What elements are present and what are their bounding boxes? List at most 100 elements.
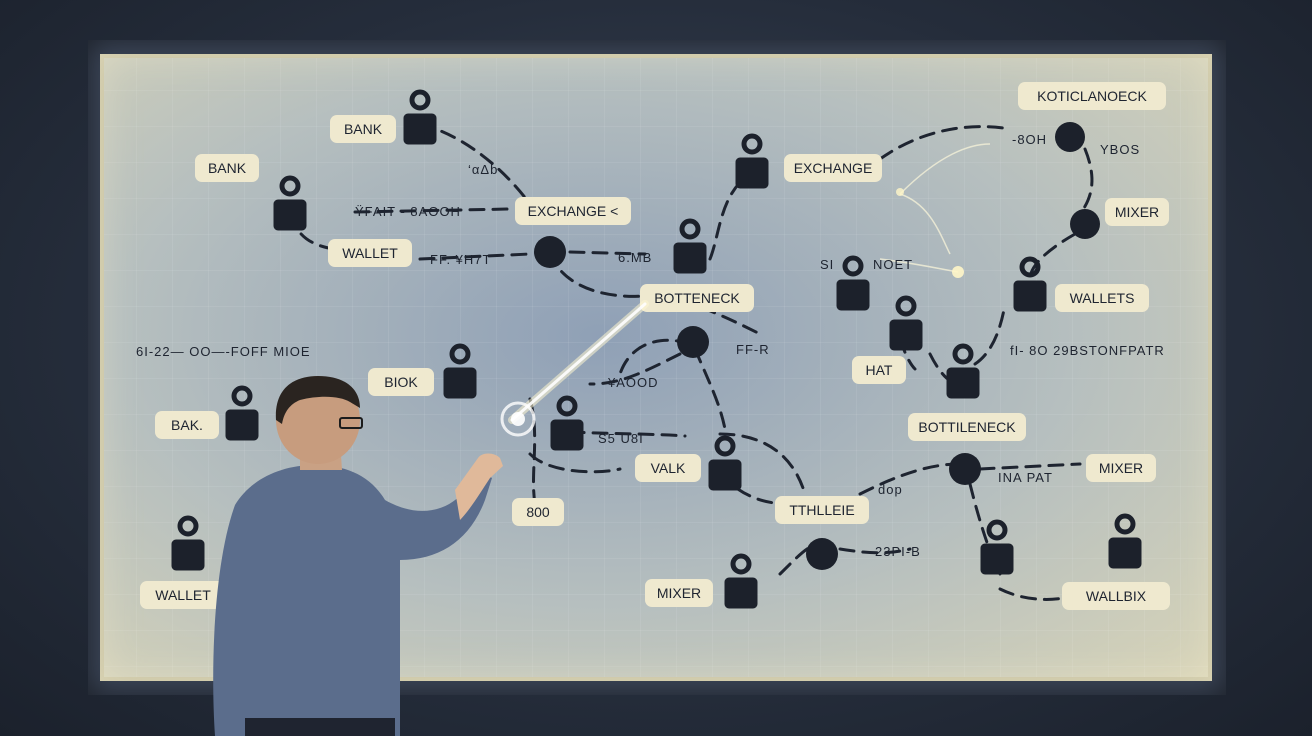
annotation: 6.MB <box>618 250 652 265</box>
svg-text:WALLBIX: WALLBIX <box>1086 588 1147 604</box>
person-icon <box>225 385 259 441</box>
svg-text:EXCHANGE <: EXCHANGE < <box>528 203 619 219</box>
light-beam <box>500 300 649 437</box>
person-icon <box>946 343 980 399</box>
edge <box>1078 147 1094 216</box>
label-pill: BIOK <box>368 368 434 396</box>
person-icons <box>171 89 1142 609</box>
label-pill: EXCHANGE < <box>515 197 631 225</box>
annotation: INA PAT <box>998 470 1053 485</box>
svg-text:BANK: BANK <box>208 160 247 176</box>
label-pill: WALLET <box>140 581 226 609</box>
svg-text:BOTTILENECK: BOTTILENECK <box>918 419 1016 435</box>
svg-text:WALLET: WALLET <box>155 587 211 603</box>
svg-text:WALLET: WALLET <box>342 245 398 261</box>
edge <box>528 452 622 474</box>
svg-text:BIOK: BIOK <box>384 374 418 390</box>
edge <box>693 347 727 431</box>
person-icon <box>724 553 758 609</box>
label-pill: MIXER <box>645 579 713 607</box>
edge <box>878 125 1012 161</box>
glow-point <box>952 266 964 278</box>
edge-annotations: ‘αΔb ŸFAIT - 8AOOH FF. ¥H7T 6.MB -8OH YB… <box>136 132 1165 559</box>
label-pill: BOTTILENECK <box>908 413 1026 441</box>
hub-node <box>806 538 838 570</box>
svg-text:MIXER: MIXER <box>1099 460 1143 476</box>
person-icon <box>171 515 205 571</box>
svg-text:HAT: HAT <box>866 362 893 378</box>
annotation: -8OH <box>1012 132 1047 147</box>
edge <box>978 462 1082 471</box>
svg-text:EXCHANGE: EXCHANGE <box>794 160 873 176</box>
svg-text:800: 800 <box>526 504 550 520</box>
annotation: dop <box>878 482 903 497</box>
edge <box>1028 232 1077 281</box>
person-icon <box>1108 513 1142 569</box>
person-icon <box>980 519 1014 575</box>
label-pill: EXCHANGE <box>784 154 882 182</box>
presenter-hair <box>275 376 360 424</box>
hub-node <box>534 236 566 268</box>
annotation: NOET <box>873 257 913 272</box>
hub-node <box>1070 209 1100 239</box>
edge <box>418 252 532 261</box>
presenter-arm <box>455 453 503 520</box>
person-icon <box>735 133 769 189</box>
person-icon <box>273 175 307 231</box>
annotation: FF-R <box>736 342 770 357</box>
glow-point <box>896 188 904 196</box>
person-icon <box>443 343 477 399</box>
label-pill: HAT <box>852 356 906 384</box>
annotation: FF. ¥H7T <box>430 252 491 267</box>
svg-text:MIXER: MIXER <box>657 585 701 601</box>
person-icon <box>889 295 923 351</box>
label-pill: WALLBIX <box>1062 582 1170 610</box>
svg-text:WALLETS: WALLETS <box>1070 290 1135 306</box>
annotation: 23PI-B <box>875 544 921 559</box>
hub-node <box>1055 122 1085 152</box>
annotation: S5 U8I <box>598 431 644 446</box>
edge <box>708 172 752 261</box>
presenter-trousers <box>245 718 395 736</box>
hub-node <box>949 453 981 485</box>
label-pill: 800 <box>512 498 564 526</box>
label-pill: MIXER <box>1086 454 1156 482</box>
edge <box>568 250 647 256</box>
label-pill: WALLETS <box>1055 284 1149 312</box>
connection-lines <box>288 122 1094 601</box>
edge <box>353 207 512 214</box>
edge <box>838 547 912 555</box>
svg-text:BANK: BANK <box>344 121 383 137</box>
person-icon <box>836 255 870 311</box>
svg-text:KOTICLANOECK: KOTICLANOECK <box>1037 88 1147 104</box>
annotation: ¥AOOD <box>607 375 659 390</box>
label-pill: VALK <box>635 454 701 482</box>
annotation: ŸFAIT - 8AOOH <box>355 204 461 219</box>
annotation: SI <box>820 257 834 272</box>
presenter-body <box>213 465 492 736</box>
annotation: fI- 8O 29BSTONFPATR <box>1010 343 1165 358</box>
edge <box>718 432 807 496</box>
annotation: 6I-22— OO—-FOFF MIOE <box>136 344 311 359</box>
network-diagram: BANK BANK EXCHANGE < WALLET EXCHANGE KOT… <box>136 82 1170 610</box>
label-pill: KOTICLANOECK <box>1018 82 1166 110</box>
label-pill: BAK. <box>155 411 219 439</box>
label-pill: BANK <box>330 115 396 143</box>
annotation: YBOS <box>1100 142 1140 157</box>
svg-text:BOTTENECK: BOTTENECK <box>654 290 740 306</box>
svg-text:BAK.: BAK. <box>171 417 203 433</box>
person-icon <box>403 89 437 145</box>
svg-text:MIXER: MIXER <box>1115 204 1159 220</box>
edge <box>973 302 1007 366</box>
label-pill: TTHLLEIE <box>775 496 869 524</box>
annotation: ‘αΔb <box>468 162 498 177</box>
hub-node <box>677 326 709 358</box>
glasses-icon <box>339 417 363 429</box>
edge <box>568 430 687 438</box>
label-pill: MIXER <box>1105 198 1169 226</box>
person-icon <box>550 395 584 451</box>
node-labels: BANK BANK EXCHANGE < WALLET EXCHANGE KOT… <box>140 82 1170 610</box>
svg-text:TTHLLEIE: TTHLLEIE <box>789 502 854 518</box>
